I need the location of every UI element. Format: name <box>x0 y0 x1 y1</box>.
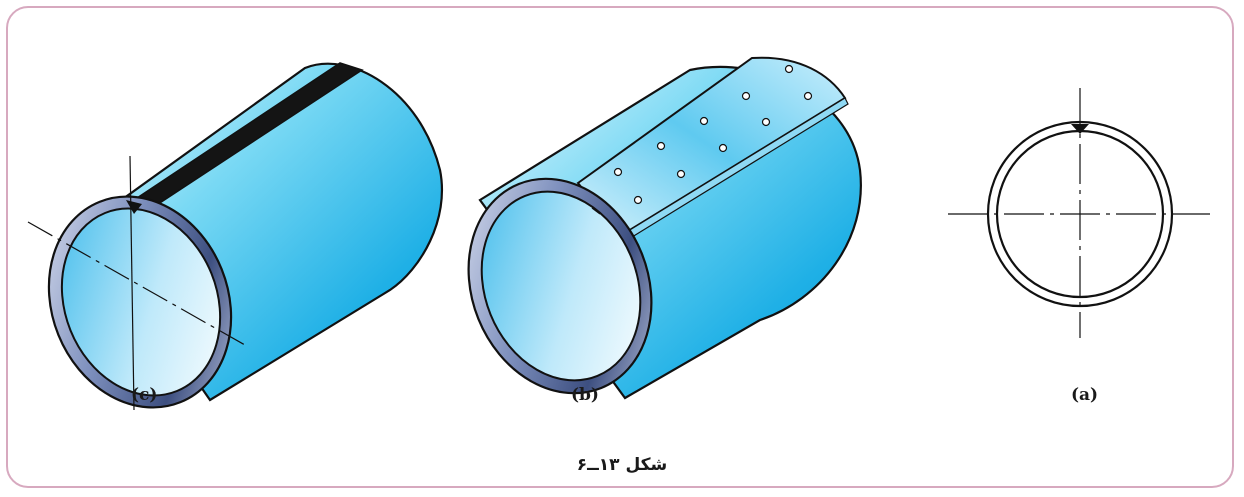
figure-caption: شکل ۱۳ــ۶ <box>576 455 668 475</box>
panel-label-a: (a) <box>1071 385 1099 405</box>
panel-label-b: (b) <box>571 385 599 405</box>
section-outer-circle <box>986 120 1174 308</box>
panel-label-c: (c) <box>131 385 158 405</box>
panel-c-cylinder <box>27 62 444 411</box>
rivets <box>613 64 813 205</box>
panel-a-section <box>948 88 1210 338</box>
panel-b-cylinder <box>467 56 862 400</box>
cylinder-c-opening <box>60 207 222 397</box>
weld-symbol <box>1071 124 1089 134</box>
cylinder-b-opening <box>480 190 642 382</box>
